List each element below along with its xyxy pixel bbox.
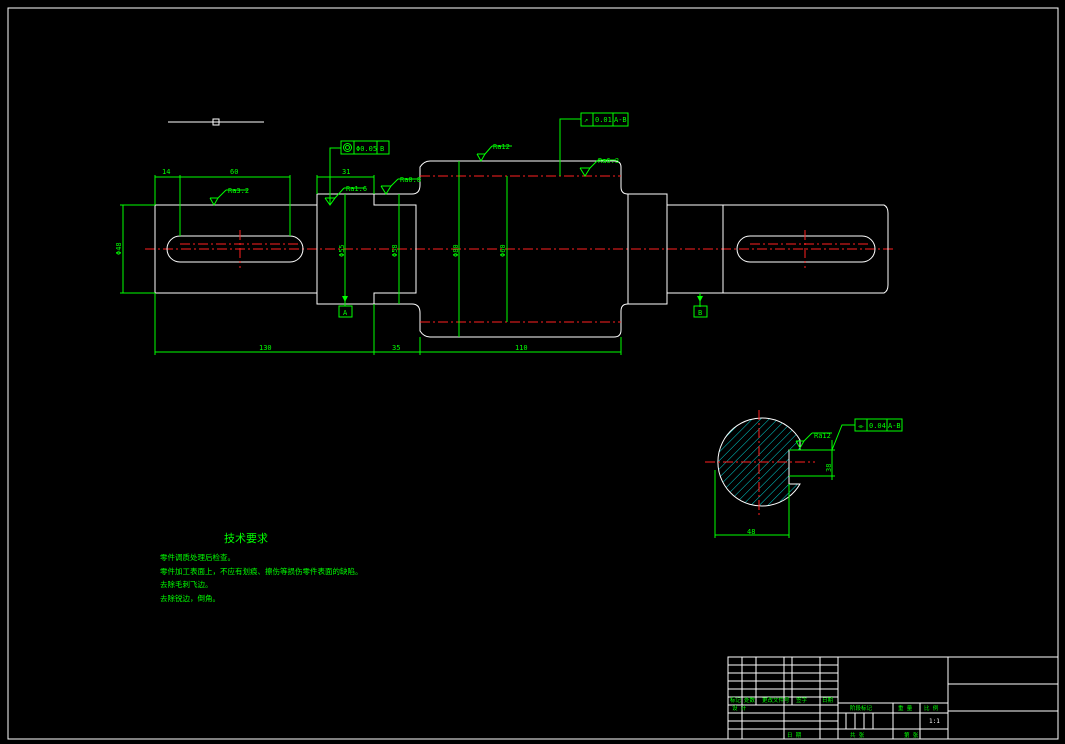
tb-mark: 标记	[730, 696, 742, 704]
roughness-5: Ra6.3	[598, 157, 619, 165]
roughness-1: Ra3.2	[228, 187, 249, 195]
tb-scale: 1:1	[929, 718, 940, 725]
dimension-texts: 14 60 31 130 35 110 Φ48 Φ55 Φ58 Φ80 Φ60 …	[115, 168, 833, 536]
tb-date: 日期	[822, 697, 834, 704]
tol3-value: 0.04	[869, 422, 886, 430]
tolerance-texts: Φ0.05 B ↗ 0.01 A-B ⌯ 0.04 A-B A B	[343, 116, 901, 430]
tb-date-bottom: 日 期	[787, 732, 802, 739]
dim-dia-e: Φ60	[499, 244, 507, 257]
requirement-line: 零件调质处理后检查。	[160, 552, 235, 562]
tb-sign: 签字	[796, 696, 808, 704]
dim-130: 130	[259, 344, 272, 352]
datum-a-label: A	[343, 309, 348, 317]
dim-dia-a: Φ48	[115, 242, 123, 255]
tolerance-frame-concentricity	[340, 140, 390, 155]
datum-b-label: B	[698, 309, 702, 317]
tol2-symbol: ↗	[584, 116, 588, 124]
requirement-line: 去除毛刺飞边。	[160, 579, 213, 589]
reference-mark	[168, 118, 264, 126]
tb-change: 更改文件号	[762, 696, 790, 704]
tb-weight: 重 量	[898, 704, 913, 712]
technical-requirements: 技术要求 零件调质处理后检查。 零件加工表面上，不应有划痕、擦伤等损伤零件表面的…	[160, 532, 363, 603]
dim-section-depth: 38	[825, 464, 833, 472]
datum-box-a	[338, 305, 353, 318]
dim-31: 31	[342, 168, 350, 176]
dim-110: 110	[515, 344, 528, 352]
dim-14: 14	[162, 168, 170, 176]
drawing-border	[7, 7, 1059, 740]
title-block-texts: 标记 处数 更改文件号 签字 日期 设 计 阶段标记 重 量 比 例 1:1 日…	[730, 696, 940, 739]
roughness-6: Ra12	[814, 432, 831, 440]
roughness-2: Ra1.6	[346, 185, 367, 193]
roughness-texts: Ra3.2 Ra1.6 Ra0.8 Ra12 Ra6.3 Ra12	[228, 143, 831, 440]
tolerance-frame-runout	[580, 112, 629, 127]
section-view	[705, 410, 855, 538]
tol3-symbol: ⌯	[858, 422, 864, 430]
dim-section-width: 48	[747, 528, 755, 536]
tol2-value: 0.01	[595, 116, 612, 124]
keyway-right	[736, 235, 876, 263]
tol1-datum: B	[380, 145, 384, 153]
roughness-3: Ra0.8	[400, 176, 421, 184]
dim-60: 60	[230, 168, 238, 176]
requirements-title: 技术要求	[224, 532, 268, 545]
title-block	[727, 656, 1059, 740]
requirement-line: 去除锐边，倒角。	[160, 593, 220, 603]
dimension-lines	[120, 118, 703, 355]
tb-sheets: 共 张	[850, 731, 865, 739]
dim-dia-c: Φ58	[391, 244, 399, 257]
tol1-value: Φ0.05	[356, 145, 377, 153]
datum-box-b	[693, 305, 708, 318]
keyway-left	[166, 235, 304, 263]
roughness-4: Ra12	[493, 143, 510, 151]
tb-sheet: 第 张	[904, 731, 919, 739]
tb-stage: 阶段标记	[850, 704, 873, 712]
tb-count: 处数	[744, 696, 756, 704]
requirement-line: 零件加工表面上，不应有划痕、擦伤等损伤零件表面的缺陷。	[160, 566, 363, 576]
tol2-datum: A-B	[614, 116, 627, 124]
dim-35: 35	[392, 344, 400, 352]
tb-design: 设 计	[732, 704, 747, 712]
dim-dia-b: Φ55	[338, 244, 346, 257]
dim-dia-d: Φ80	[452, 244, 460, 257]
tb-scale-label: 比 例	[924, 704, 939, 712]
tol3-datum: A-B	[888, 422, 901, 430]
